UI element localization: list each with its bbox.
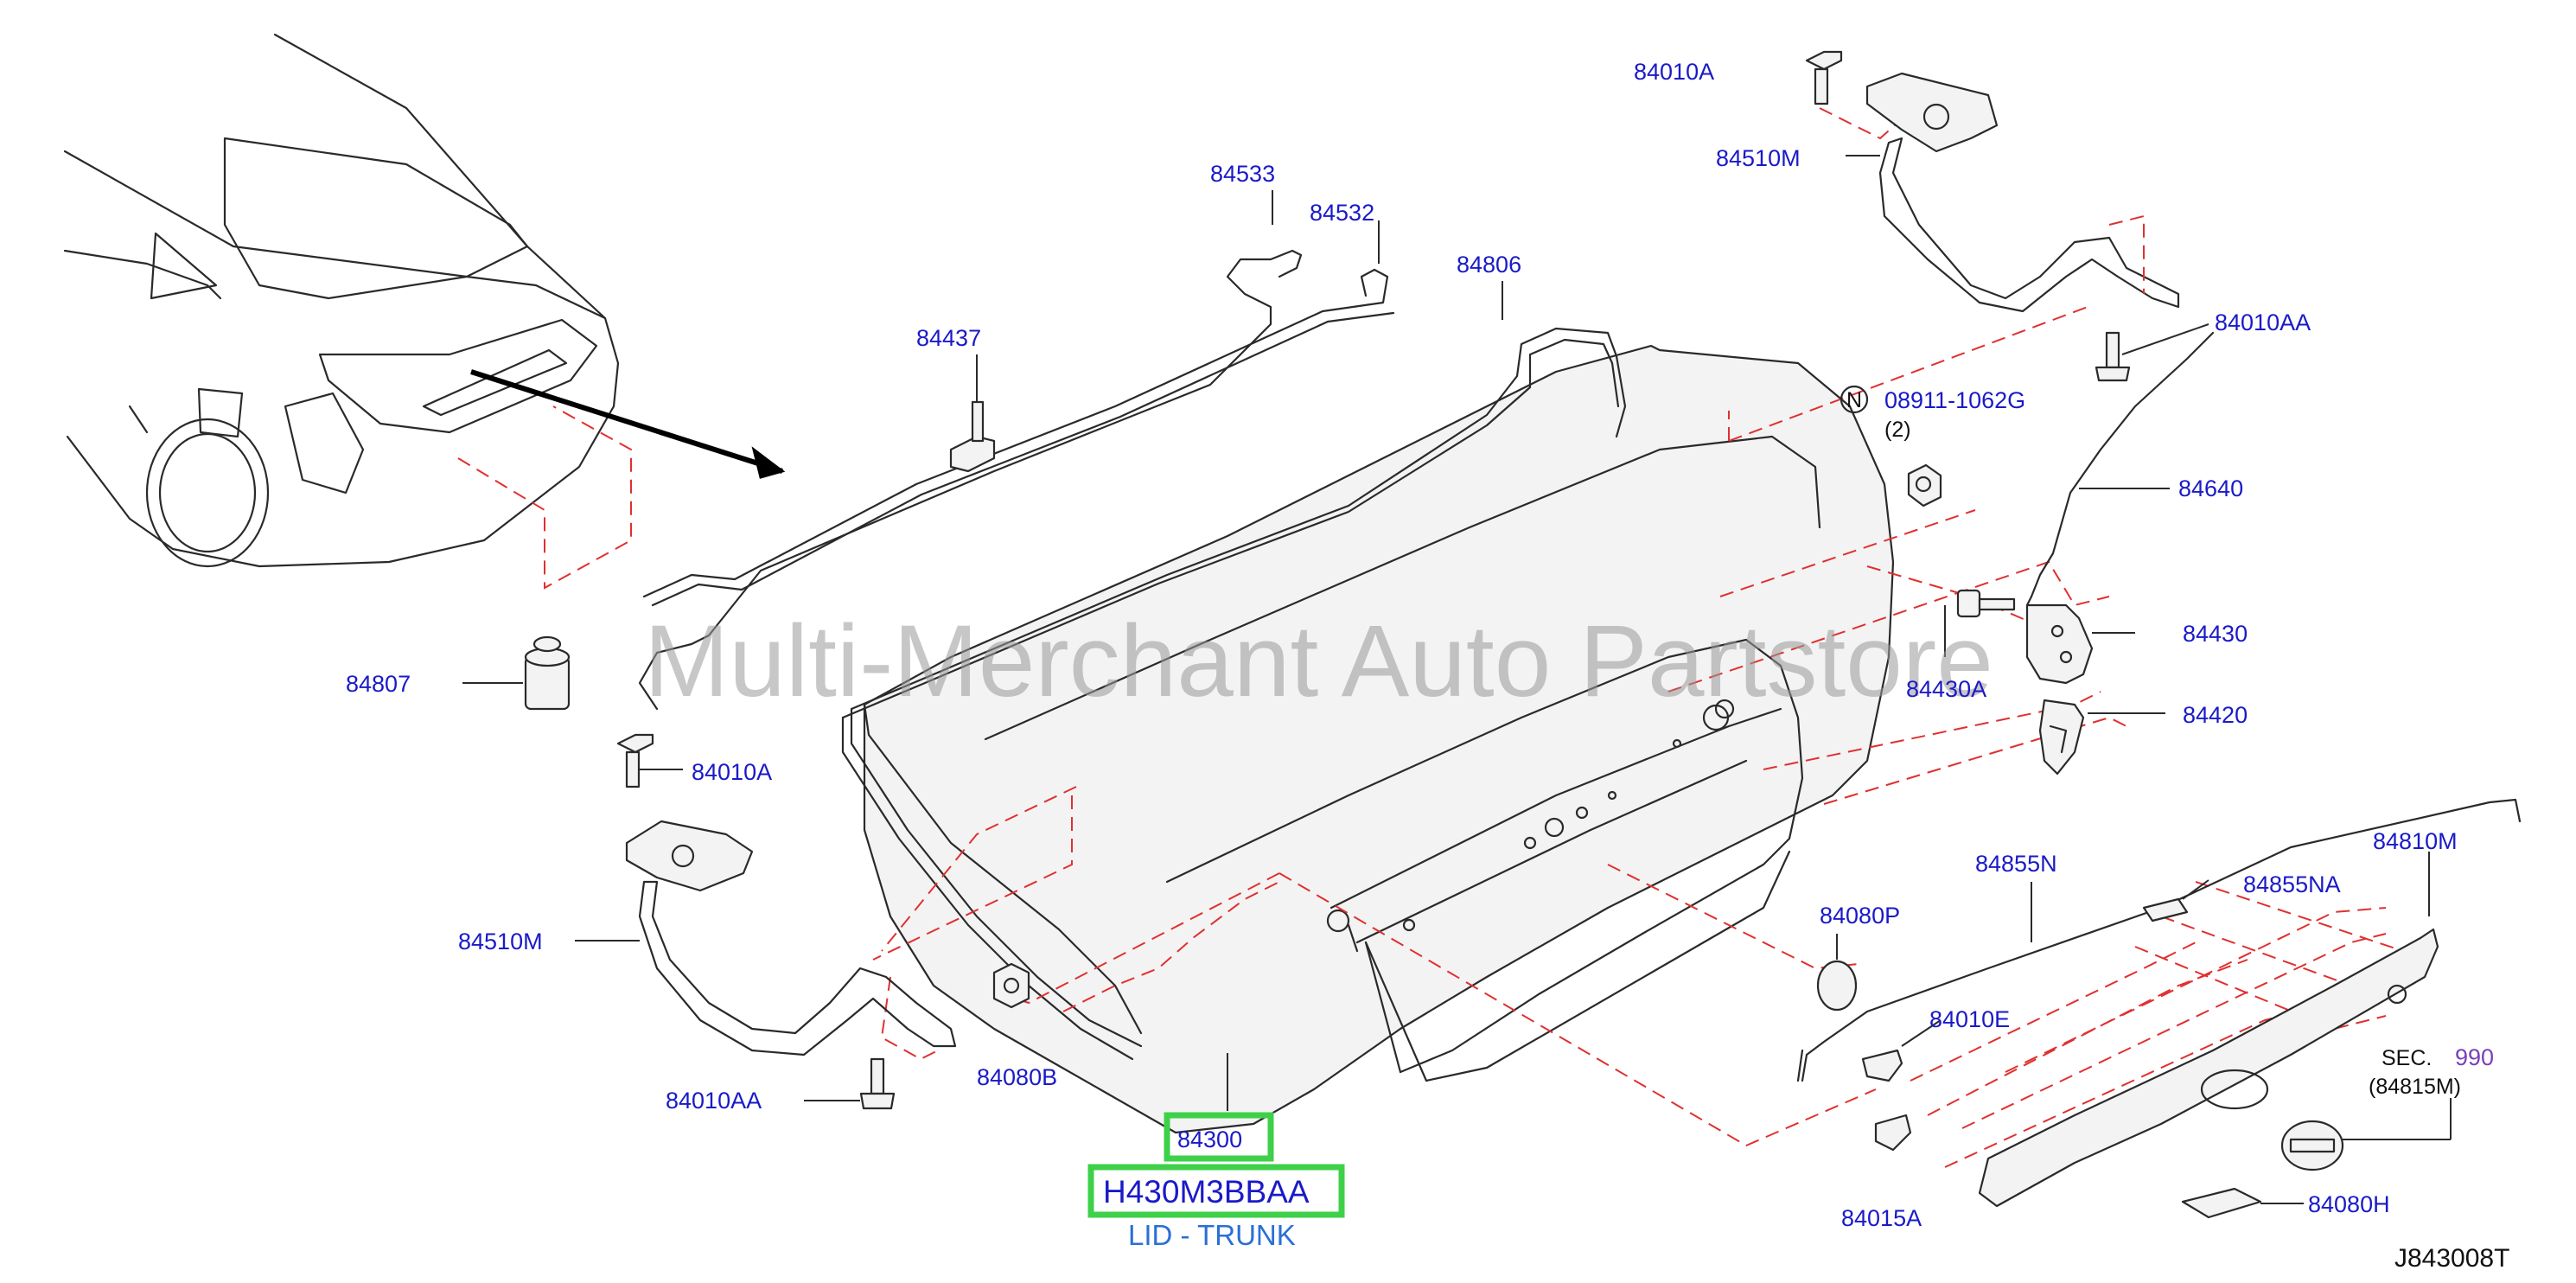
n-symbol-circle — [1840, 385, 1869, 414]
clip-84010E[interactable] — [1861, 1019, 1942, 1082]
label-84533[interactable]: 84533 — [1210, 161, 1275, 187]
trunk-lid-84300[interactable] — [863, 344, 1895, 1134]
label-84807[interactable]: 84807 — [346, 671, 411, 697]
label-sec-prefix: SEC. — [2382, 1046, 2432, 1070]
label-84010AA-right[interactable]: 84010AA — [2215, 310, 2311, 335]
label-84855NA[interactable]: 84855NA — [2243, 871, 2341, 897]
label-84430A[interactable]: 84430A — [1906, 676, 1986, 702]
label-84437[interactable]: 84437 — [916, 325, 981, 351]
label-84015A[interactable]: 84015A — [1841, 1205, 1922, 1231]
label-84010A-top[interactable]: 84010A — [1634, 59, 1714, 85]
part-description: LID - TRUNK — [1128, 1219, 1296, 1251]
diagram-code: J843008T — [2394, 1244, 2509, 1273]
seal-84855N[interactable] — [1796, 798, 2522, 1082]
grommet-84080P[interactable] — [1816, 934, 1858, 1012]
part-number-box — [1164, 1112, 1274, 1162]
bumper-84080B[interactable] — [992, 962, 1030, 1009]
label-84080B[interactable]: 84080B — [977, 1064, 1057, 1090]
nut-08911-1062G[interactable] — [1840, 385, 1942, 507]
bumper-84807[interactable] — [457, 405, 632, 711]
label-84080H[interactable]: 84080H — [2308, 1191, 2390, 1217]
label-84510M-top[interactable]: 84510M — [1716, 145, 1801, 171]
n-symbol: N — [1846, 388, 1862, 412]
label-84430[interactable]: 84430 — [2183, 621, 2248, 647]
label-84855N[interactable]: 84855N — [1975, 851, 2057, 877]
lock-84430[interactable] — [1956, 589, 2135, 685]
bolt-84010AA-left[interactable] — [804, 1057, 896, 1110]
cover-84080H[interactable] — [2181, 1187, 2304, 1219]
label-84420[interactable]: 84420 — [2183, 702, 2248, 728]
label-84010E[interactable]: 84010E — [1929, 1006, 2010, 1032]
label-sec-ref: (84815M) — [2369, 1075, 2461, 1099]
bolt-84010AA-right[interactable] — [2095, 323, 2209, 382]
highlighted-part[interactable]: 84300 H430M3BBAA LID - TRUNK — [1087, 1112, 1345, 1251]
clip-84437[interactable] — [949, 354, 996, 473]
watermark-text: Multi-Merchant Auto Partstore — [644, 604, 1993, 718]
vehicle-illustration — [63, 33, 786, 568]
label-84532[interactable]: 84532 — [1310, 200, 1374, 226]
finisher-84810M[interactable] — [1978, 852, 2439, 1208]
label-84640[interactable]: 84640 — [2178, 476, 2243, 501]
label-08911-1062G[interactable]: 08911-1062G — [1884, 387, 2025, 413]
label-84806[interactable]: 84806 — [1457, 252, 1521, 278]
clip-84015A[interactable] — [1874, 1114, 1912, 1152]
part-84855NA[interactable] — [2142, 879, 2209, 922]
label-84010A-left[interactable]: 84010A — [692, 759, 772, 785]
hinge-right[interactable] — [1805, 50, 2180, 313]
part-number-label[interactable]: 84300 — [1177, 1127, 1242, 1152]
label-84810M[interactable]: 84810M — [2373, 828, 2458, 854]
hinge-left[interactable] — [575, 733, 957, 1056]
label-84010AA-left[interactable]: 84010AA — [666, 1088, 762, 1114]
torsion-rods[interactable] — [638, 190, 1395, 711]
weatherstrip-84806[interactable] — [841, 281, 1627, 1061]
oem-number-label[interactable]: H430M3BBAA — [1103, 1174, 1310, 1210]
label-84080P[interactable]: 84080P — [1820, 903, 1900, 929]
emblem-84815M[interactable] — [2280, 1098, 2452, 1171]
striker-84420[interactable] — [2038, 699, 2165, 776]
label-sec-number[interactable]: 990 — [2455, 1044, 2494, 1070]
oem-number-box — [1087, 1164, 1345, 1218]
label-08911-qty: (2) — [1884, 418, 1911, 442]
cable-84640[interactable] — [2025, 331, 2215, 607]
label-84510M-left[interactable]: 84510M — [458, 929, 543, 954]
